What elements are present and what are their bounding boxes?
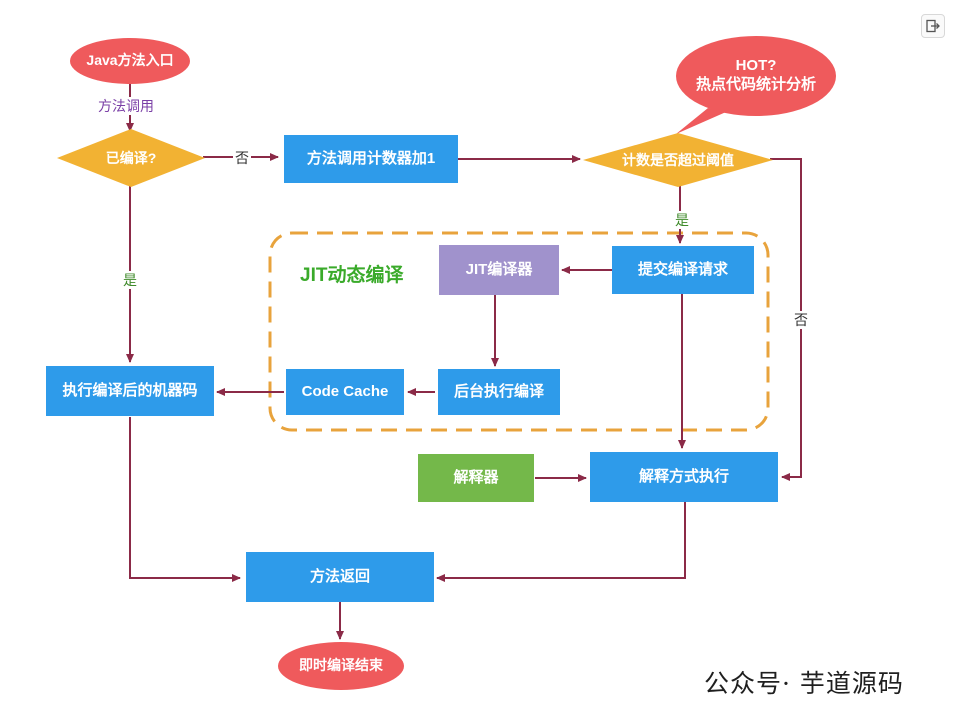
- label-yes-center: 是: [673, 211, 691, 229]
- background-compile-label: 后台执行编译: [453, 382, 544, 400]
- submit-request-node: 提交编译请求: [612, 246, 754, 294]
- compiled-check-diamond: 已编译?: [57, 129, 205, 187]
- label-method-call: 方法调用: [96, 97, 156, 115]
- label-no-right: 否: [792, 311, 810, 329]
- edge-interpret-to-return: [436, 502, 686, 582]
- hot-bubble-line1: HOT?: [735, 57, 777, 75]
- increment-counter-label: 方法调用计数器加1: [306, 149, 436, 167]
- hot-bubble-tail: [676, 108, 726, 134]
- label-no-left: 否: [233, 149, 251, 167]
- edge-execute-to-return: [129, 417, 241, 582]
- jit-end-label: 即时编译结束: [299, 657, 383, 674]
- increment-counter-node: 方法调用计数器加1: [284, 135, 458, 183]
- java-entry-label: Java方法入口: [86, 52, 174, 69]
- jit-compiler-label: JIT编译器: [465, 260, 533, 278]
- exit-icon-glyph: [926, 19, 940, 33]
- interpreter-node: 解释器: [418, 454, 534, 502]
- code-cache-node: Code Cache: [286, 369, 404, 415]
- label-yes-left: 是: [121, 271, 139, 289]
- interpret-execute-label: 解释方式执行: [638, 467, 729, 485]
- jit-group-title: JIT动态编译: [300, 265, 404, 286]
- method-return-label: 方法返回: [309, 567, 370, 585]
- jit-compiler-node: JIT编译器: [439, 245, 559, 295]
- submit-request-label: 提交编译请求: [637, 260, 728, 278]
- threshold-check-label: 计数是否超过阈值: [622, 152, 734, 168]
- jit-end-node: 即时编译结束: [278, 642, 404, 690]
- java-entry-node: Java方法入口: [70, 38, 190, 84]
- exit-icon[interactable]: [921, 14, 945, 38]
- threshold-check-diamond: 计数是否超过阈值: [583, 133, 773, 187]
- compiled-check-label: 已编译?: [105, 150, 157, 166]
- execute-machine-code-node: 执行编译后的机器码: [46, 366, 214, 416]
- watermark: 公众号· 芋道源码: [704, 669, 904, 698]
- jit-group-border: [268, 231, 770, 432]
- execute-machine-code-label: 执行编译后的机器码: [62, 381, 198, 399]
- interpreter-label: 解释器: [453, 468, 499, 486]
- code-cache-label: Code Cache: [301, 382, 389, 400]
- hot-bubble-line2: 热点代码统计分析: [695, 76, 816, 93]
- background-compile-node: 后台执行编译: [438, 369, 560, 415]
- method-return-node: 方法返回: [246, 552, 434, 602]
- interpret-execute-node: 解释方式执行: [590, 452, 778, 502]
- hot-bubble: HOT? 热点代码统计分析: [676, 36, 836, 116]
